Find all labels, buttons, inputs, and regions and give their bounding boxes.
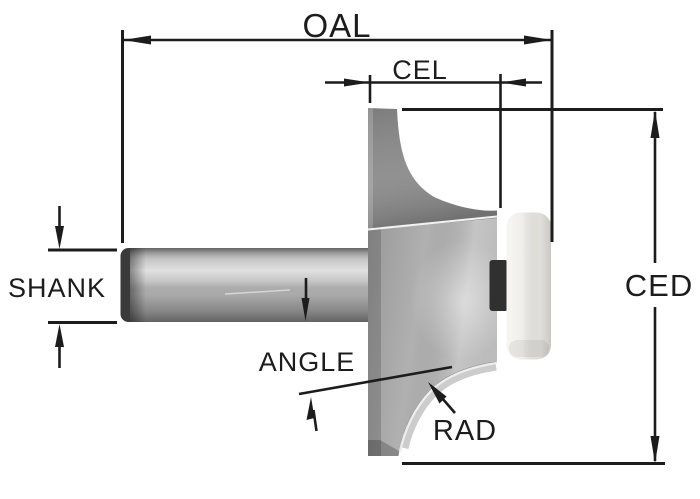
angle-reference-line xyxy=(298,365,453,396)
angle-label: ANGLE xyxy=(259,347,356,377)
cel-label: CEL xyxy=(392,55,448,85)
upper-flute-blade xyxy=(367,108,498,231)
oal-dimension: OAL xyxy=(121,7,554,243)
angle-annotation: ANGLE xyxy=(259,278,453,432)
rad-leader-line xyxy=(441,397,456,414)
ced-dimension: CED xyxy=(402,108,693,465)
bottom-tip-bevel xyxy=(368,440,399,456)
shank-arrowhead-up xyxy=(55,324,64,347)
bearing-axle xyxy=(489,260,508,311)
bit-body xyxy=(368,210,514,456)
oal-arrowhead-right xyxy=(524,35,552,45)
oal-arrowhead-left xyxy=(123,35,151,45)
rad-arrowhead xyxy=(428,382,447,404)
shank-barrel xyxy=(130,248,368,322)
ced-arrowhead-up xyxy=(650,110,660,138)
lower-flute-flank-shading xyxy=(399,361,497,450)
cel-dimension: CEL xyxy=(325,55,542,208)
shank-arrowhead-down xyxy=(55,226,64,249)
cel-arrowhead-right xyxy=(500,78,526,87)
cel-arrowhead-left xyxy=(344,78,370,87)
rad-annotation: RAD xyxy=(428,382,497,447)
shank-scratch-highlight xyxy=(224,289,291,295)
bit-artwork xyxy=(120,108,551,456)
flute-body-separation-line xyxy=(367,215,498,231)
pilot-bearing xyxy=(506,212,551,360)
cutting-edge-highlight xyxy=(398,361,498,453)
lower-flute-edge xyxy=(368,228,381,456)
ced-arrowhead-down xyxy=(650,436,660,464)
shank-label: SHANK xyxy=(8,273,106,303)
angle-arrow-line-lower xyxy=(312,409,318,432)
angle-arrowhead-up xyxy=(306,397,315,420)
shank-dimension: SHANK xyxy=(8,206,117,368)
ced-label: CED xyxy=(625,268,693,303)
rad-label: RAD xyxy=(433,415,497,447)
angle-arrowhead-down xyxy=(301,298,310,321)
oal-label: OAL xyxy=(302,7,371,44)
